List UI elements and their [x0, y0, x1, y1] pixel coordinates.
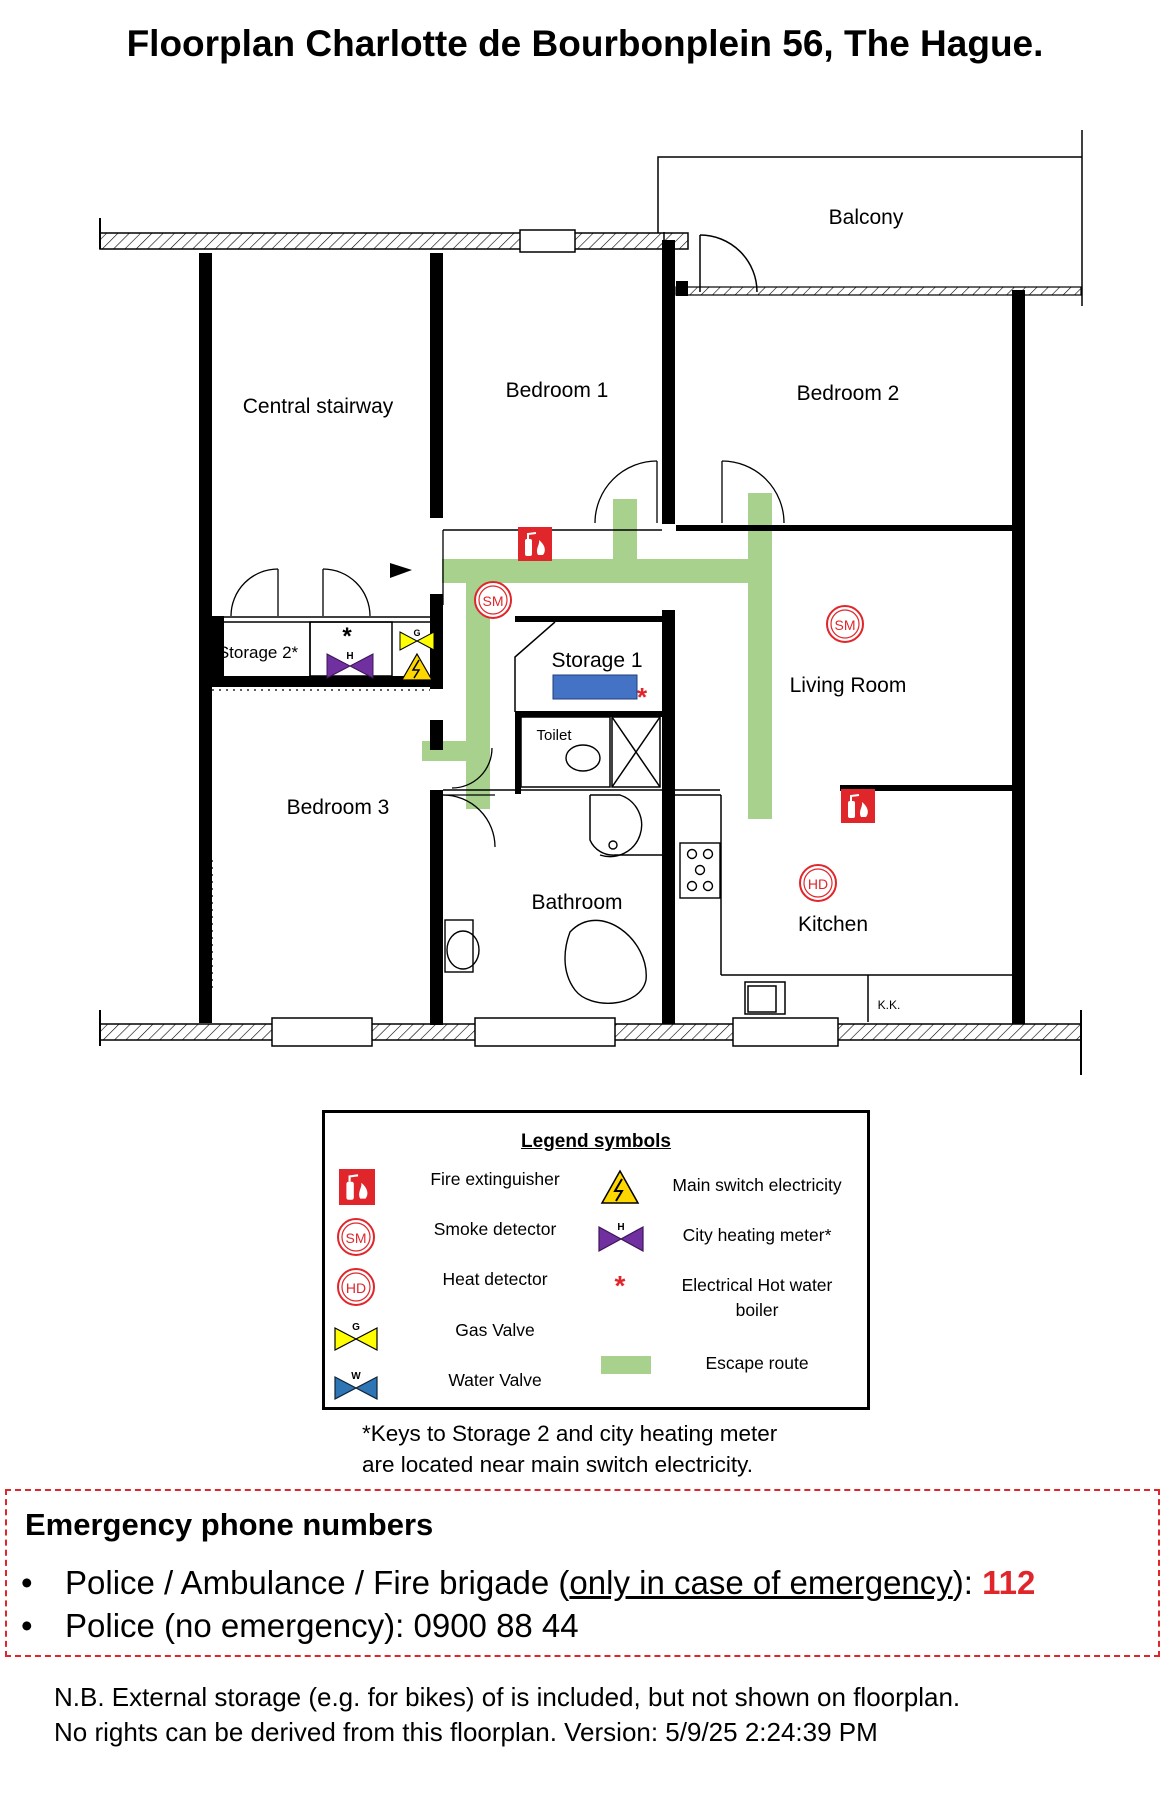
boiler-asterisk-icon: *	[637, 682, 648, 712]
heat-detector-label: HD	[808, 876, 828, 892]
room-label-bedroom1: Bedroom 1	[506, 379, 609, 402]
bullet: •	[21, 1607, 33, 1644]
thin-walls	[212, 529, 1012, 1022]
interior-walls	[199, 240, 1025, 1025]
legend-heat-detector: Heat detector	[442, 1269, 548, 1289]
legend-fire-extinguisher: Fire extinguisher	[430, 1169, 560, 1189]
emergency-line2: Police (no emergency): 0900 88 44	[65, 1607, 579, 1644]
room-label-balcony: Balcony	[829, 206, 904, 229]
room-label-bedroom3: Bedroom 3	[287, 796, 390, 819]
room-label-storage2: Storage 2*	[218, 643, 299, 662]
emergency-line-police: • Police (no emergency): 0900 88 44	[21, 1607, 579, 1645]
room-label-central-stairway: Central stairway	[243, 395, 394, 418]
fire-extinguisher-icon	[339, 1169, 375, 1205]
footer-line2: No rights can be derived from this floor…	[54, 1717, 878, 1747]
legend-boiler-asterisk-icon: *	[614, 1270, 626, 1301]
stove	[679, 842, 721, 899]
footer-line1: N.B. External storage (e.g. for bikes) o…	[54, 1682, 961, 1712]
legend-footnote-line1: *Keys to Storage 2 and city heating mete…	[362, 1421, 778, 1446]
emergency-line1-suffix: ):	[952, 1564, 983, 1601]
gas-valve-icon: G	[334, 1322, 378, 1351]
emergency-number-112: 112	[982, 1564, 1036, 1601]
fire-extinguisher-icon	[840, 788, 876, 824]
legend-footnote: *Keys to Storage 2 and city heating mete…	[362, 1418, 962, 1480]
gas-valve-icon: G	[399, 628, 435, 651]
heating-asterisk-icon: *	[342, 623, 352, 650]
emergency-box: Emergency phone numbers • Police / Ambula…	[5, 1489, 1160, 1657]
main-switch-electricity-icon	[400, 652, 434, 681]
legend-main-switch: Main switch electricity	[672, 1175, 842, 1195]
legend-title: Legend symbols	[521, 1131, 671, 1152]
emergency-line1-prefix: Police / Ambulance / Fire brigade (	[65, 1564, 570, 1601]
exterior-walls	[99, 218, 1082, 1075]
escape-route-swatch	[601, 1356, 651, 1374]
gas-letter: G	[413, 628, 420, 638]
smoke-detector-hall: SM	[474, 581, 512, 619]
city-heating-meter-icon: H	[598, 1222, 644, 1253]
smoke-detector-label: SM	[346, 1230, 367, 1246]
legend-hot-water-boiler: Electrical Hot water boiler	[681, 1275, 833, 1320]
gas-letter: G	[352, 1322, 360, 1333]
room-label-kk: K.K.	[878, 998, 901, 1012]
smoke-detector-label: SM	[483, 593, 504, 609]
hot-water-boiler	[552, 674, 638, 700]
bathroom-fixtures	[444, 744, 647, 1004]
door-swings	[211, 460, 785, 990]
escape-route	[422, 493, 772, 819]
emergency-line1-underlined: only in case of emergency	[569, 1564, 953, 1601]
heat-detector-label: HD	[346, 1280, 366, 1296]
legend-water-valve: Water Valve	[448, 1370, 542, 1390]
room-label-bedroom2: Bedroom 2	[797, 382, 900, 405]
room-label-living-room: Living Room	[790, 674, 907, 697]
legend-city-heating: City heating meter*	[682, 1225, 832, 1245]
heating-letter: H	[346, 651, 353, 662]
legend-footnote-line2: are located near main switch electricity…	[362, 1452, 753, 1477]
room-label-bathroom: Bathroom	[531, 891, 622, 914]
legend-escape-route: Escape route	[705, 1353, 809, 1373]
bullet: •	[21, 1564, 33, 1601]
smoke-detector-living: SM	[826, 605, 864, 643]
legend-gas-valve: Gas Valve	[455, 1320, 535, 1340]
city-heating-meter-icon: * H	[326, 623, 374, 679]
emergency-line-112: • Police / Ambulance / Fire brigade (only…	[21, 1564, 1035, 1602]
water-valve-icon: W	[334, 1371, 378, 1400]
legend-box: Legend symbols Fire extinguisher SM Smok…	[322, 1110, 870, 1410]
footer-note: N.B. External storage (e.g. for bikes) o…	[54, 1680, 960, 1750]
smoke-detector-label: SM	[835, 617, 856, 633]
room-label-storage1: Storage 1	[551, 649, 642, 672]
smoke-detector-icon: SM	[337, 1218, 375, 1256]
emergency-title: Emergency phone numbers	[25, 1507, 434, 1542]
room-label-kitchen: Kitchen	[798, 913, 868, 936]
page-title: Floorplan Charlotte de Bourbonplein 56, …	[126, 23, 1044, 64]
heating-letter: H	[617, 1222, 624, 1233]
entrance-arrow	[390, 563, 412, 578]
heat-detector-icon: HD	[337, 1268, 375, 1306]
main-switch-electricity-icon	[600, 1169, 640, 1204]
legend-smoke-detector: Smoke detector	[433, 1219, 557, 1239]
fire-extinguisher-icon	[517, 526, 553, 562]
heat-detector-kitchen: HD	[799, 864, 837, 902]
water-letter: W	[351, 1371, 361, 1382]
room-label-toilet: Toilet	[536, 727, 572, 744]
